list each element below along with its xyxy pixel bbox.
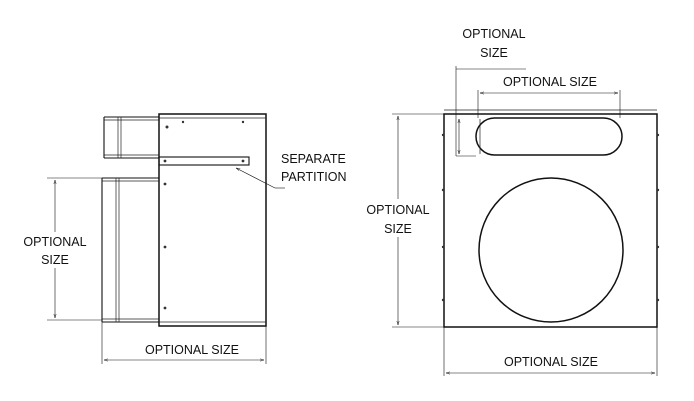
slot-height-label-line1: OPTIONAL — [462, 27, 525, 41]
partition-label-line2: PARTITION — [281, 170, 347, 184]
right-vertical-label-line1: OPTIONAL — [366, 203, 429, 217]
slot-opening — [475, 117, 623, 156]
lower-collar — [101, 177, 159, 323]
front-view: OPTIONAL SIZE OPTIONAL SIZE OPTIONAL SIZ… — [358, 27, 660, 376]
side-main-box — [158, 113, 267, 327]
right-horizontal-label: OPTIONAL SIZE — [504, 355, 598, 369]
left-horizontal-label: OPTIONAL SIZE — [145, 343, 239, 357]
partition-bar — [158, 156, 250, 166]
right-vertical-label-line2: SIZE — [384, 222, 412, 236]
slot-width-label: OPTIONAL SIZE — [503, 75, 597, 89]
round-opening — [478, 177, 624, 323]
upper-collar — [103, 116, 159, 159]
left-vertical-label-line1: OPTIONAL — [23, 235, 86, 249]
side-view: SEPARATE PARTITION OPTIONAL SIZE OPTIONA… — [20, 113, 347, 364]
partition-label-line1: SEPARATE — [281, 152, 346, 166]
front-main-box — [443, 113, 658, 328]
slot-height-label-line2: SIZE — [480, 46, 508, 60]
left-vertical-label-line2: SIZE — [41, 253, 69, 267]
